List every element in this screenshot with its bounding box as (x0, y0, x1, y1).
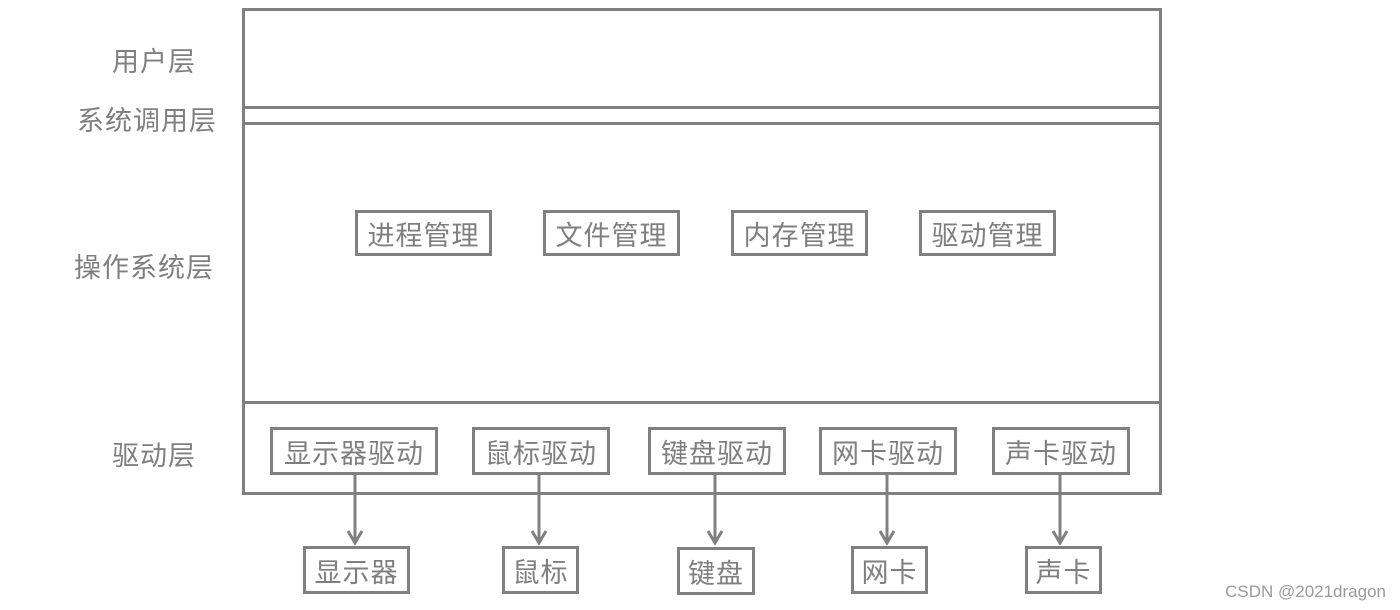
arrow-down-icon (346, 475, 364, 545)
driver-label: 网卡驱动 (832, 438, 944, 470)
os-module-label: 驱动管理 (931, 220, 1044, 252)
driver-label: 声卡驱动 (1005, 438, 1117, 470)
frame-left-border (242, 8, 245, 495)
frame-top-border (242, 8, 1162, 11)
frame-bottom-border (242, 492, 1162, 495)
driver-network-card: 网卡驱动 (819, 427, 957, 475)
os-module-driver-management: 驱动管理 (919, 210, 1056, 256)
arrow-down-icon (530, 475, 548, 545)
device-label: 网卡 (861, 557, 918, 589)
device-label: 鼠标 (512, 557, 569, 589)
device-network-card: 网卡 (851, 546, 928, 594)
device-label: 声卡 (1035, 557, 1092, 589)
os-module-file-management: 文件管理 (543, 210, 680, 256)
device-mouse: 鼠标 (502, 546, 579, 594)
device-sound-card: 声卡 (1025, 546, 1102, 594)
layer-label-syscall: 系统调用层 (77, 106, 217, 137)
layer-label-os: 操作系统层 (74, 253, 214, 284)
divider-syscall-os (242, 122, 1162, 125)
watermark: CSDN @2021dragon (1225, 582, 1386, 601)
driver-keyboard: 键盘驱动 (648, 427, 786, 475)
driver-label: 鼠标驱动 (485, 438, 597, 470)
driver-label: 显示器驱动 (284, 438, 424, 470)
arrow-down-icon (878, 475, 896, 545)
driver-label: 键盘驱动 (661, 438, 773, 470)
os-module-label: 内存管理 (743, 220, 856, 252)
divider-user-syscall (242, 106, 1162, 109)
driver-sound-card: 声卡驱动 (992, 427, 1130, 475)
divider-os-driver (242, 401, 1162, 404)
device-label: 键盘 (688, 558, 744, 590)
device-keyboard: 键盘 (677, 547, 755, 595)
driver-display: 显示器驱动 (270, 427, 438, 475)
driver-mouse: 鼠标驱动 (472, 427, 610, 475)
os-module-label: 文件管理 (555, 220, 668, 252)
os-module-process-management: 进程管理 (355, 210, 492, 256)
layer-label-user: 用户层 (112, 47, 196, 78)
device-display: 显示器 (303, 546, 410, 594)
os-module-label: 进程管理 (367, 220, 480, 252)
layer-label-driver: 驱动层 (112, 441, 196, 472)
os-module-memory-management: 内存管理 (731, 210, 868, 256)
arrow-down-icon (1051, 475, 1069, 545)
device-label: 显示器 (314, 557, 399, 589)
arrow-down-icon (706, 475, 724, 545)
frame-right-border (1159, 8, 1162, 495)
